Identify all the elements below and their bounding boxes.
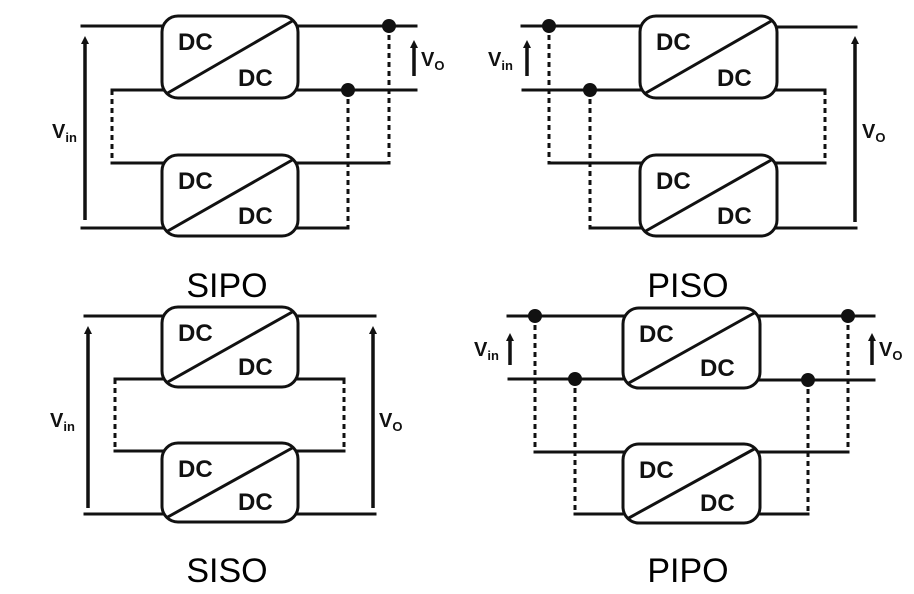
converter-label-output: DC (700, 355, 735, 382)
converter-label-output: DC (238, 489, 273, 516)
vin-label: Vin (474, 339, 499, 363)
converter-bottom: DC DC (621, 442, 762, 525)
converter-top: DC DC (160, 305, 300, 389)
converter-label-output: DC (238, 65, 273, 92)
converter-diagonal (165, 18, 295, 96)
diagram-sipo: DC DC DC DC Vin VO (52, 14, 444, 238)
converter-label-input: DC (178, 456, 213, 483)
converter-label-output: DC (238, 354, 273, 381)
converter-diagonal (643, 18, 774, 96)
vin-label: Vin (50, 410, 75, 434)
converter-diagonal (626, 446, 757, 521)
converter-top: DC DC (160, 14, 300, 100)
converter-diagonal (165, 309, 295, 385)
converter-label-input: DC (656, 168, 691, 195)
vo-label: VO (862, 121, 885, 145)
caption-sipo: SIPO (186, 267, 267, 305)
converter-label-input: DC (656, 29, 691, 56)
converter-label-output: DC (717, 203, 752, 230)
caption-siso: SISO (186, 552, 267, 590)
converter-diagonal (165, 445, 295, 520)
vo-label: VO (879, 339, 902, 363)
converter-diagonal (165, 157, 295, 234)
converter-diagonal (626, 310, 757, 386)
converter-label-output: DC (717, 65, 752, 92)
vo-label: VO (379, 410, 402, 434)
converter-label-output: DC (700, 490, 735, 517)
converter-label-input: DC (639, 457, 674, 484)
converter-diagonal (643, 157, 774, 234)
converter-label-input: DC (639, 321, 674, 348)
vo-label: VO (421, 49, 444, 73)
converter-top: DC DC (638, 14, 779, 100)
diagram-pipo: DC DC DC DC Vin VO (474, 306, 902, 525)
diagram-siso: DC DC DC DC Vin VO (50, 305, 402, 524)
converter-label-input: DC (178, 320, 213, 347)
vin-label: Vin (52, 121, 77, 145)
converter-top: DC DC (621, 306, 762, 390)
caption-pipo: PIPO (647, 552, 728, 590)
converter-label-input: DC (178, 29, 213, 56)
vin-label: Vin (488, 49, 513, 73)
converter-label-input: DC (178, 168, 213, 195)
converter-bottom: DC DC (160, 153, 300, 238)
converter-bottom: DC DC (638, 153, 779, 238)
converter-label-output: DC (238, 203, 273, 230)
caption-piso: PISO (647, 267, 728, 305)
converter-bottom: DC DC (160, 441, 300, 524)
